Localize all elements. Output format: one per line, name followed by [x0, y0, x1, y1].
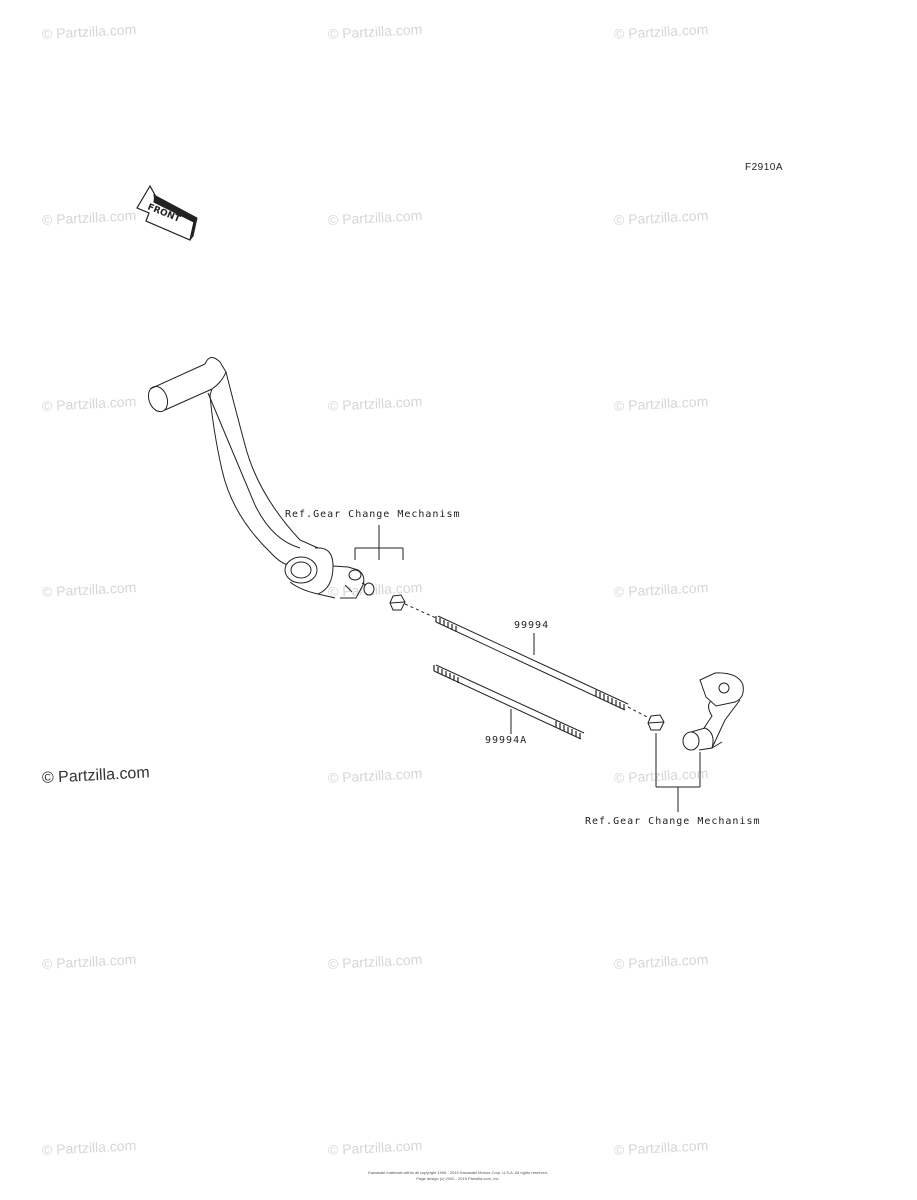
- nut-upper: [389, 594, 406, 611]
- label-part-99994: 99994: [514, 620, 550, 631]
- ref-bracket-upper: [354, 525, 404, 560]
- shift-lever: [682, 672, 744, 751]
- footer-design: Page design (c) 2002 - 2019 Partzilla.co…: [416, 1176, 500, 1181]
- nut-lower: [647, 714, 665, 731]
- label-part-99994a: 99994A: [485, 735, 528, 746]
- pedal-peg: [147, 363, 213, 413]
- label-ref-gear-change-upper: Ref.Gear Change Mechanism: [285, 509, 461, 520]
- pedal-arm: [204, 357, 319, 566]
- tie-rod-alt: [433, 664, 585, 740]
- label-ref-gear-change-lower: Ref.Gear Change Mechanism: [585, 816, 761, 827]
- ref-bracket-lower: [655, 733, 701, 812]
- front-arrow-icon: FRONT: [136, 184, 198, 241]
- footer-copyright: Kawasaki materials within all copyright …: [368, 1170, 548, 1175]
- tie-rod: [435, 615, 629, 711]
- diagram-code: F2910A: [745, 162, 784, 173]
- pedal-pivot: [284, 547, 336, 599]
- pedal-clevis: [332, 565, 375, 599]
